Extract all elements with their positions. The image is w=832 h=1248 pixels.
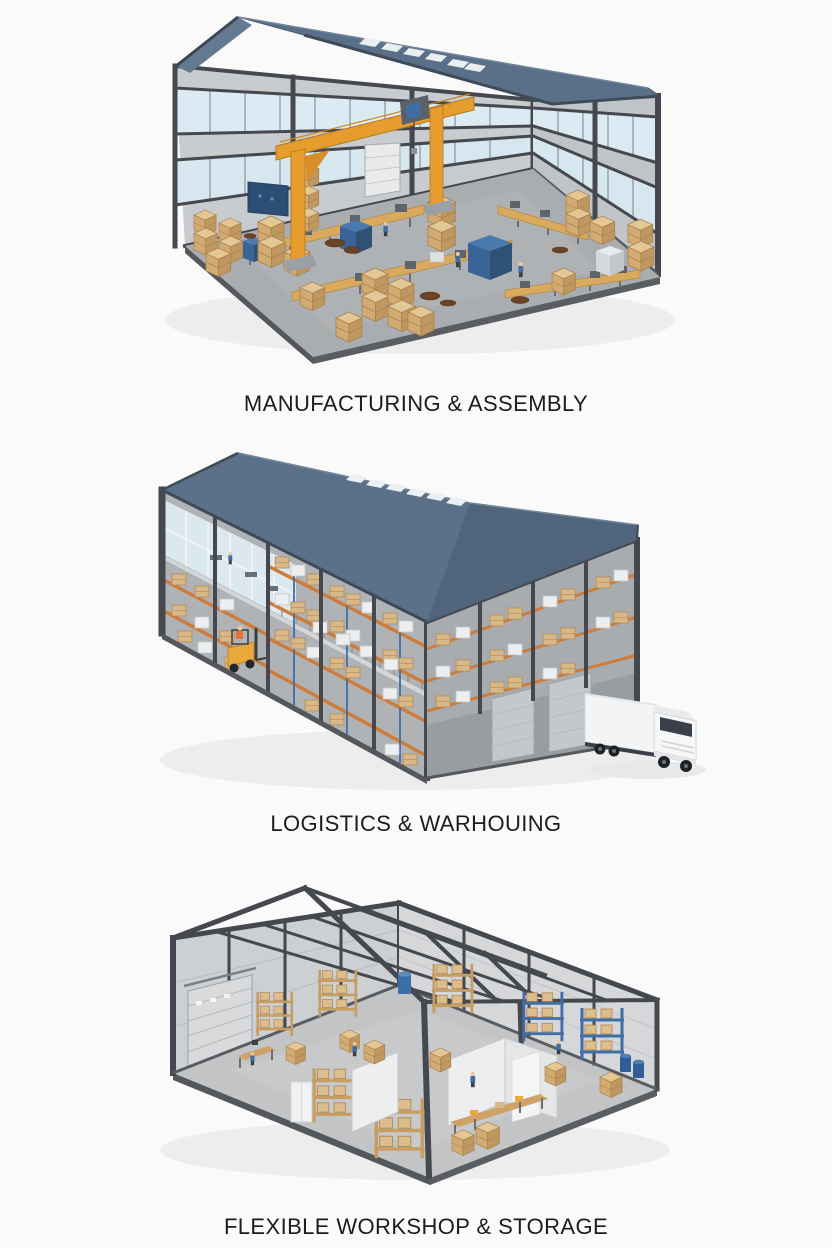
tool-board — [247, 181, 289, 217]
left-wall — [170, 900, 402, 1076]
caption-manufacturing-assembly: MANUFACTURING & ASSEMBLY — [243, 391, 589, 416]
base-edge — [162, 633, 427, 784]
roof — [160, 451, 639, 624]
right-wall — [530, 93, 661, 277]
roof — [175, 15, 662, 106]
window-band — [175, 88, 533, 134]
front-face — [158, 486, 430, 781]
machine — [468, 235, 512, 280]
forklift — [227, 625, 267, 673]
machine — [596, 246, 624, 276]
assembly-line — [497, 201, 589, 244]
truck-cab — [653, 705, 697, 772]
blue-drum — [398, 971, 411, 994]
logistics-warehousing-illustration — [158, 451, 706, 790]
roof-skylights — [346, 474, 467, 506]
workbench — [450, 1094, 548, 1136]
dock-door — [548, 672, 592, 753]
sectional-door — [364, 142, 401, 198]
mezzanine-office — [163, 500, 297, 624]
storage-cabinet — [290, 1081, 313, 1123]
partition-walls — [351, 1037, 558, 1133]
gantry-crane — [275, 93, 475, 272]
work-desk — [237, 1040, 276, 1068]
caption-logistics-warehousing: LOGISTICS & WARHOUING — [270, 811, 562, 836]
dock-door — [491, 687, 535, 763]
manufacturing-assembly-illustration — [165, 15, 675, 364]
truck — [584, 693, 706, 779]
flexible-workshop-storage-illustration — [160, 884, 670, 1185]
roof-skylights — [359, 38, 486, 72]
blue-barrels — [620, 1053, 644, 1078]
caption-flexible-workshop-storage: FLEXIBLE WORKSHOP & STORAGE — [223, 1214, 609, 1239]
floor — [173, 985, 657, 1185]
